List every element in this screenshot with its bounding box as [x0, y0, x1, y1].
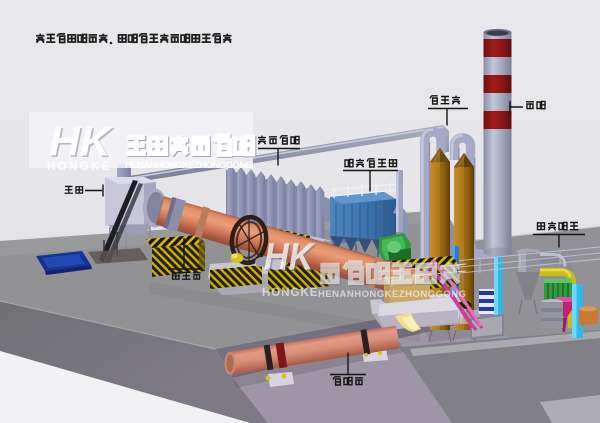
svg-text:HK: HK: [51, 119, 116, 166]
svg-text:HENANHONGKEZHONGGONG: HENANHONGKEZHONGGONG: [125, 160, 253, 171]
svg-text:HONGKE: HONGKE: [262, 287, 318, 299]
svg-text:HONGKE: HONGKE: [47, 161, 112, 173]
svg-text:HENANHONGKEZHONGGONG: HENANHONGKEZHONGGONG: [318, 289, 466, 300]
svg-text:HK: HK: [266, 236, 318, 279]
svg-text:HK: HK: [264, 235, 316, 278]
svg-text:HK: HK: [49, 118, 114, 165]
